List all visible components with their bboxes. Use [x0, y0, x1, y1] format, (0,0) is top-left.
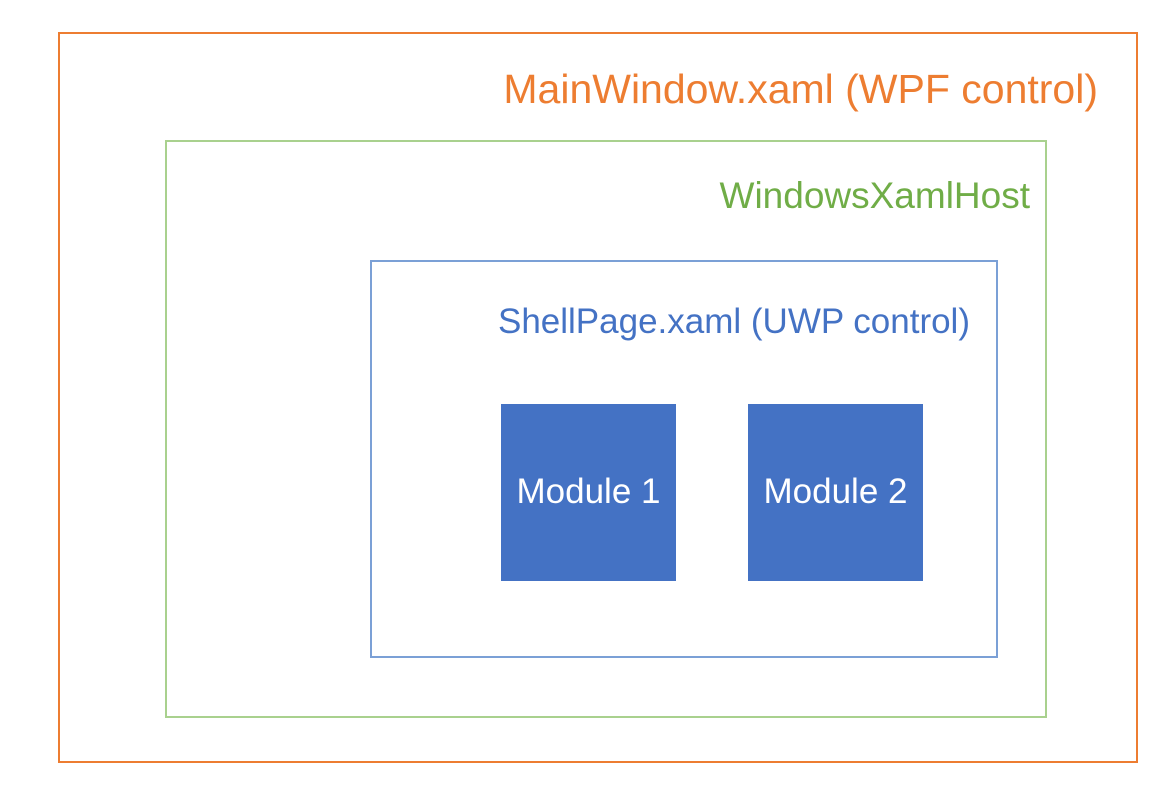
layer-label-mainwindow: MainWindow.xaml (WPF control) — [503, 66, 1098, 112]
layer-box-windowsxamlhost — [165, 140, 1047, 718]
layer-box-shellpage — [370, 260, 998, 658]
module-label-2: Module 2 — [763, 472, 908, 512]
module-box-2: Module 2 — [748, 404, 923, 581]
module-label-1: Module 1 — [516, 472, 661, 512]
module-box-1: Module 1 — [501, 404, 676, 581]
layer-label-windowsxamlhost: WindowsXamlHost — [719, 175, 1030, 216]
layer-box-mainwindow — [58, 32, 1138, 763]
layer-label-shellpage: ShellPage.xaml (UWP control) — [497, 302, 970, 341]
